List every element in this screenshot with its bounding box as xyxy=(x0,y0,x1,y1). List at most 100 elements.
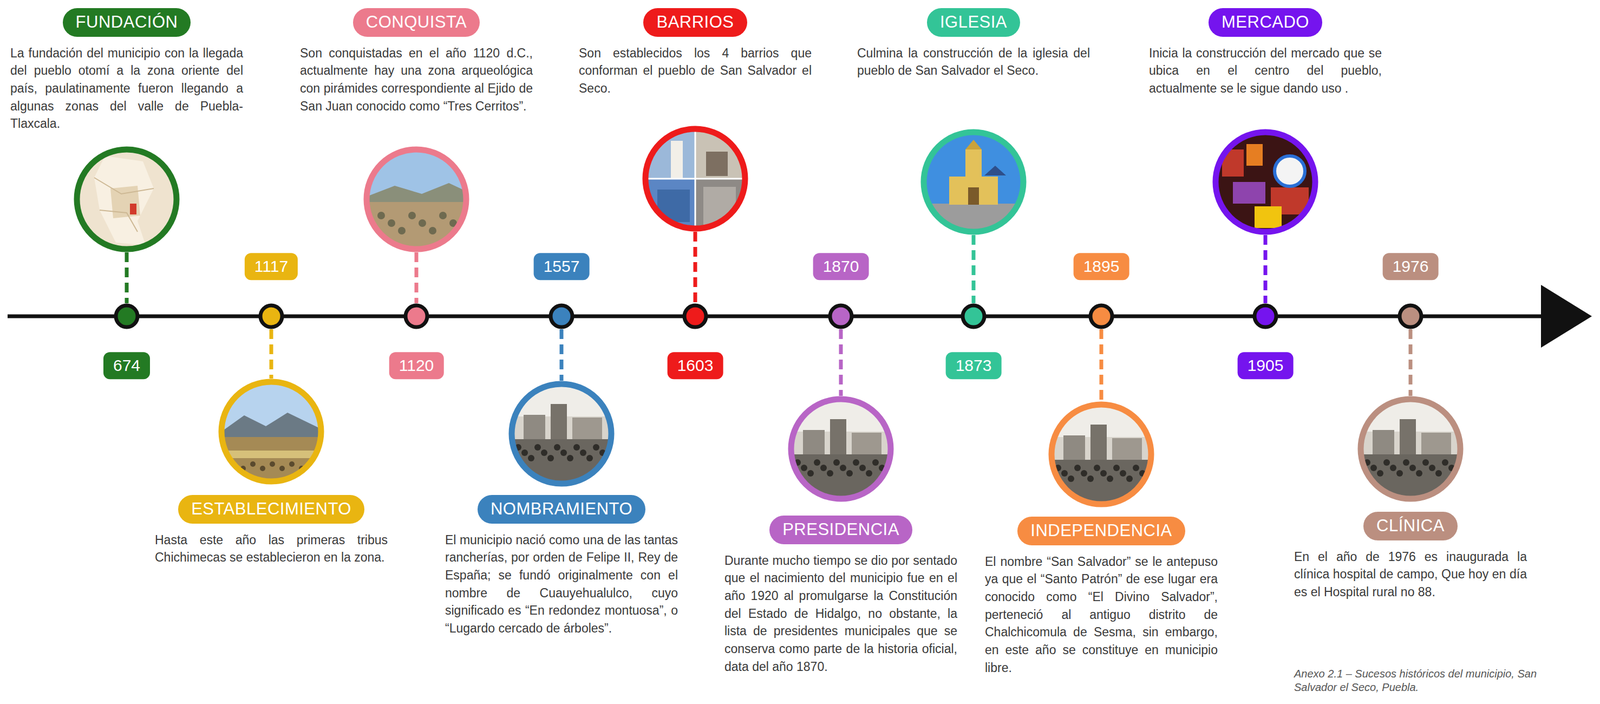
photo-shape xyxy=(1215,132,1316,232)
year-label: 1873 xyxy=(955,356,992,375)
event-node: ESTABLECIMIENTOHasta este año las primer… xyxy=(154,494,388,567)
figure-caption: Anexo 2.1 – Sucesos históricos del munic… xyxy=(1294,667,1576,695)
year-node: 1117 xyxy=(244,252,298,280)
photo-shape xyxy=(872,459,879,466)
photo-shape xyxy=(645,178,746,180)
photo-shape xyxy=(1435,469,1442,477)
event-heading: MERCADO xyxy=(1208,8,1323,37)
photo-shape xyxy=(1074,464,1081,472)
dashed-stem xyxy=(1263,234,1268,304)
photo-shape xyxy=(387,219,396,227)
photo-shape xyxy=(1376,469,1384,477)
photo-shape xyxy=(802,429,825,455)
year-label: 1895 xyxy=(1083,257,1120,276)
photo-shape xyxy=(1402,459,1410,466)
dashed-stem xyxy=(269,329,274,379)
photo-shape xyxy=(279,465,285,472)
dashed-stem xyxy=(1099,329,1104,402)
photo-shape xyxy=(1067,475,1075,482)
year-node: 1870 xyxy=(813,252,870,280)
photo-image xyxy=(1051,404,1152,509)
photo-shape xyxy=(550,403,567,440)
photo-shape xyxy=(859,464,866,472)
event-node: INDEPENDENCIA El nombre “San Salvador” se… xyxy=(984,516,1218,677)
photo-shape xyxy=(566,454,574,462)
photo-shape xyxy=(839,464,847,472)
photo-ring xyxy=(511,383,612,484)
photo-shape xyxy=(269,461,276,467)
year-node: 1873 xyxy=(945,351,1002,380)
photo-shape xyxy=(573,443,580,451)
photo-shape xyxy=(1080,469,1088,477)
photo-shape xyxy=(706,151,728,176)
event-heading: IGLESIA xyxy=(926,8,1021,37)
photo-shape xyxy=(586,454,593,462)
photo-shape xyxy=(1132,464,1140,472)
event-node: PRESIDENCIADurante mucho tiempo se dio p… xyxy=(724,515,958,676)
photo-ring xyxy=(791,399,891,499)
photo-shape xyxy=(1441,459,1449,466)
photo-ring xyxy=(1360,399,1461,499)
event-heading: CLÍNICA xyxy=(1363,511,1458,541)
photo-shape xyxy=(289,461,295,467)
photo-shape xyxy=(1274,155,1305,187)
event-heading: INDEPENDENCIA xyxy=(1017,516,1185,546)
photo-shape xyxy=(820,464,827,472)
year-label: 1117 xyxy=(254,257,289,276)
timeline-arrowhead xyxy=(1540,284,1592,348)
photo-shape xyxy=(965,149,982,182)
timeline-dot xyxy=(405,305,428,328)
photo-shape xyxy=(1254,206,1282,228)
photo-shape xyxy=(572,417,603,440)
photo-shape xyxy=(521,449,528,456)
photo-shape xyxy=(1422,459,1429,466)
year-label: 1976 xyxy=(1392,257,1429,276)
event-description: Durante mucho tiempo se dio por sentado … xyxy=(724,551,958,676)
year-label: 1603 xyxy=(677,356,714,375)
photo-shape xyxy=(1063,435,1086,460)
photo-shape xyxy=(1409,464,1416,472)
photo-shape xyxy=(221,381,322,482)
event-description: El nombre “San Salvador” se le antepuso … xyxy=(984,552,1218,677)
photo-shape xyxy=(1389,464,1397,472)
year-node: 1603 xyxy=(667,351,724,380)
photo-shape xyxy=(418,219,427,227)
photo-shape xyxy=(1399,419,1416,455)
photo-shape xyxy=(1093,464,1101,472)
photo-image xyxy=(366,149,467,254)
timeline-dot xyxy=(962,305,985,328)
photo-shape xyxy=(592,443,600,451)
year-node: 1976 xyxy=(1382,252,1439,280)
event-description: En el año de 1976 es inaugurada la clíni… xyxy=(1294,547,1527,602)
photo-shape xyxy=(826,469,834,477)
photo-shape xyxy=(540,449,548,456)
event-heading: CONQUISTA xyxy=(353,8,481,37)
photo-shape xyxy=(1415,469,1423,477)
event-node: IGLESIACulmina la construcción de la igl… xyxy=(857,8,1090,80)
photo-shape xyxy=(1383,459,1390,466)
photo-image xyxy=(1360,399,1461,504)
dashed-stem xyxy=(693,231,698,304)
photo-shape xyxy=(965,139,982,150)
photo-shape xyxy=(830,419,847,455)
photo-shape xyxy=(852,459,860,466)
photo-ring xyxy=(366,149,467,250)
event-node: FUNDACIÓNLa fundación del municipio con … xyxy=(10,8,244,133)
year-node: 1895 xyxy=(1073,252,1130,280)
photo-shape xyxy=(1396,469,1403,477)
event-description: Hasta este año las primeras tribus Chich… xyxy=(154,531,388,567)
photo-shape xyxy=(259,465,266,472)
year-label: 1120 xyxy=(399,356,435,375)
dashed-stem xyxy=(414,252,419,304)
event-heading: BARRIOS xyxy=(643,8,747,37)
photo-image xyxy=(645,128,746,229)
photo-ring xyxy=(76,149,177,250)
photo-shape xyxy=(1372,429,1395,455)
year-node: 674 xyxy=(103,351,150,380)
timeline-dot xyxy=(260,305,283,328)
photo-shape xyxy=(833,459,840,466)
event-node: CONQUISTASon conquistadas en el año 1120… xyxy=(299,8,533,115)
photo-shape xyxy=(439,211,447,220)
photo-shape xyxy=(1090,424,1107,460)
photo-shape xyxy=(527,454,535,462)
